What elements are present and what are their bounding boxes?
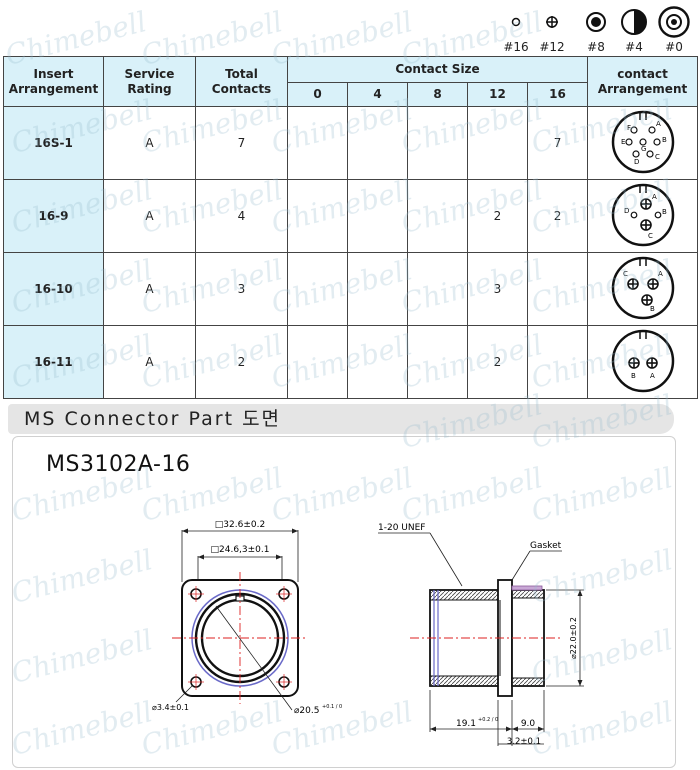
table-row: 16-9 A 4 2 2 A D <box>3 179 699 253</box>
section-title: MS Connector Part 도면 <box>8 404 674 434</box>
contact-12-icon <box>546 16 558 28</box>
contact-arrangement-cell: F A B G E D C <box>587 106 699 180</box>
pin-letter: A <box>658 270 663 278</box>
insert-16-11-diagram-icon: B A <box>611 329 674 392</box>
side-view: 1-20 UNEF Gasket ⌀22.0±0.2 <box>378 523 584 747</box>
legend-label: #12 <box>539 40 565 54</box>
legend-size-12: #12 <box>532 6 572 54</box>
service-cell: A <box>103 325 196 399</box>
header-contact-arrangement: contact Arrangement <box>587 56 699 107</box>
pin-letter: F <box>627 124 631 132</box>
size-cell: 2 <box>526 179 589 253</box>
size-cell <box>347 325 408 399</box>
contact-8-icon <box>586 12 606 32</box>
header-size-8: 8 <box>407 82 468 107</box>
insert-cell: 16S-1 <box>3 106 104 180</box>
length-main-tolerance: +0.2 / 0 <box>478 717 498 723</box>
header-size-16: 16 <box>526 82 589 107</box>
total-cell: 2 <box>195 325 288 399</box>
pin-letter: E <box>621 138 625 146</box>
insert-16-10-diagram-icon: C A B <box>611 256 674 319</box>
pin-letter: A <box>652 193 657 201</box>
pin-letter: B <box>631 372 636 380</box>
total-cell: 7 <box>195 106 288 180</box>
contact-arrangement-cell: B A <box>587 325 699 399</box>
legend-size-0: #0 <box>654 6 694 54</box>
gasket-label: Gasket <box>530 541 562 551</box>
size-cell <box>347 252 408 326</box>
contact-0-icon <box>658 6 690 38</box>
bore-dim: ⌀20.5 <box>294 706 319 716</box>
size-cell <box>287 106 348 180</box>
header-total-contacts: Total Contacts <box>195 56 288 107</box>
inner-square-dim: □24.6,3±0.1 <box>211 545 270 555</box>
hole-dim: ⌀3.4±0.1 <box>152 703 189 712</box>
outer-square-dim: □32.6±0.2 <box>215 520 265 530</box>
total-cell: 3 <box>195 252 288 326</box>
header-insert-arrangement: Insert Arrangement <box>3 56 104 107</box>
flange-thickness-dim: 3.2±0.1 <box>507 737 541 747</box>
front-view: □32.6±0.2 □24.6,3±0.1 ⌀3.4±0.1 <box>152 520 342 716</box>
size-cell <box>407 252 468 326</box>
size-cell <box>407 325 468 399</box>
drawing-panel <box>12 436 676 768</box>
diameter-dim: ⌀22.0±0.2 <box>569 617 578 659</box>
legend-size-16: #16 <box>496 6 536 54</box>
size-cell: 7 <box>526 106 589 180</box>
size-cell <box>287 179 348 253</box>
legend-label: #16 <box>503 40 529 54</box>
insert-16s-1-diagram-icon: F A B G E D C <box>611 110 674 173</box>
legend-size-8: #8 <box>576 6 616 54</box>
table-row: 16-10 A 3 3 C A <box>3 252 699 326</box>
legend-label: #8 <box>587 40 605 54</box>
pin-letter: G <box>641 145 646 153</box>
bore-tolerance: +0.1 / 0 <box>322 704 342 710</box>
total-cell: 4 <box>195 179 288 253</box>
size-cell: 2 <box>467 179 528 253</box>
length-main-dim: 19.1 <box>456 719 476 729</box>
size-cell <box>287 252 348 326</box>
legend-label: #4 <box>625 40 643 54</box>
insert-cell: 16-10 <box>3 252 104 326</box>
insert-16-9-diagram-icon: A D B C <box>611 183 674 246</box>
size-cell <box>407 106 468 180</box>
insert-arrangement-table: Insert Arrangement Service Rating Total … <box>3 56 699 399</box>
pin-letter: B <box>662 208 667 216</box>
size-cell: 3 <box>467 252 528 326</box>
header-size-4: 4 <box>347 82 408 107</box>
size-cell <box>526 252 589 326</box>
pin-letter: D <box>624 207 629 215</box>
pin-letter: C <box>655 153 660 161</box>
contact-16-icon <box>511 17 521 27</box>
legend-label: #0 <box>665 40 683 54</box>
pin-letter: C <box>623 270 628 278</box>
pin-letter: A <box>650 372 655 380</box>
table-row: 16-11 A 2 2 B A <box>3 325 699 399</box>
header-contact-size: Contact Size <box>286 56 589 83</box>
size-cell <box>526 325 589 399</box>
pin-letter: B <box>650 305 655 313</box>
contact-arrangement-cell: A D B C <box>587 179 699 253</box>
contact-size-legend: #16 #12 #8 #4 #0 <box>496 6 696 56</box>
pin-letter: C <box>648 232 653 240</box>
header-service-rating: Service Rating <box>103 56 196 107</box>
service-cell: A <box>103 179 196 253</box>
legend-size-4: #4 <box>614 6 654 54</box>
pin-letter: D <box>634 158 639 166</box>
size-cell: 2 <box>467 325 528 399</box>
contact-4-icon <box>621 9 647 35</box>
pin-letter: A <box>656 120 661 128</box>
size-cell <box>467 106 528 180</box>
table-row: 16S-1 A 7 7 F <box>3 106 699 180</box>
part-number: MS3102A-16 <box>46 452 191 477</box>
insert-cell: 16-11 <box>3 325 104 399</box>
length-flange-dim: 9.0 <box>521 719 536 729</box>
contact-arrangement-cell: C A B <box>587 252 699 326</box>
thread-label: 1-20 UNEF <box>378 523 425 533</box>
pin-letter: B <box>662 136 667 144</box>
